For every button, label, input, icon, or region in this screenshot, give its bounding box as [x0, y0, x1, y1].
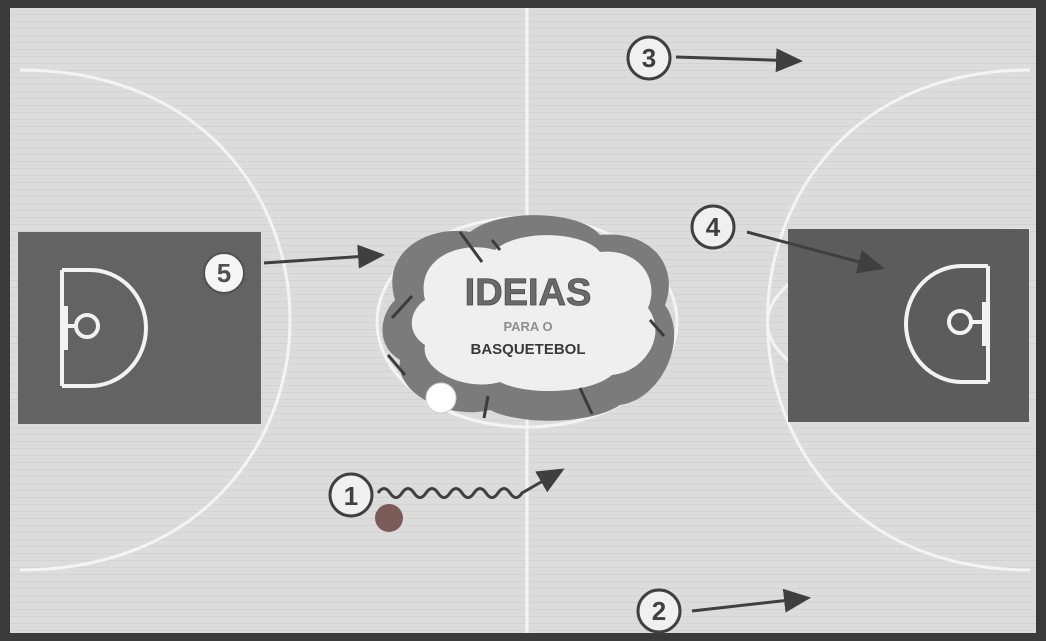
logo-cloud: IDEIAS PARA O BASQUETEBOL — [382, 215, 675, 421]
marker-4: 4 — [690, 204, 736, 250]
marker-3: 3 — [626, 35, 672, 81]
marker-2: 2 — [636, 588, 682, 634]
marker-1-label: 1 — [344, 481, 358, 511]
arrow-5 — [263, 244, 385, 269]
half-court-icon-left — [60, 268, 148, 388]
logo-ball-seams — [386, 231, 666, 419]
half-court-icon-right — [904, 264, 990, 384]
marker-2-label: 2 — [652, 596, 666, 626]
arrow-4 — [746, 230, 885, 274]
logo-subtitle-line2: BASQUETEBOL — [470, 341, 585, 358]
marker-4-label: 4 — [706, 212, 721, 242]
logo-title: IDEIAS — [465, 272, 592, 314]
marker-3-label: 3 — [642, 43, 656, 73]
marker-5-label: 5 — [217, 258, 231, 288]
arrows — [263, 48, 885, 613]
left-three-point-arc — [19, 68, 292, 572]
marker-1: 1 — [328, 472, 374, 518]
logo-subtitle-line1: PARA O — [503, 319, 552, 334]
arrow-2 — [691, 588, 811, 613]
basketball — [375, 504, 403, 532]
arrow-1-dribble — [376, 468, 565, 499]
marker-5: 5 — [203, 252, 245, 294]
right-court-panel — [788, 229, 1029, 422]
arrow-3 — [675, 48, 803, 73]
logo-cloud-front — [411, 235, 656, 392]
logo-white-ball — [425, 382, 457, 414]
